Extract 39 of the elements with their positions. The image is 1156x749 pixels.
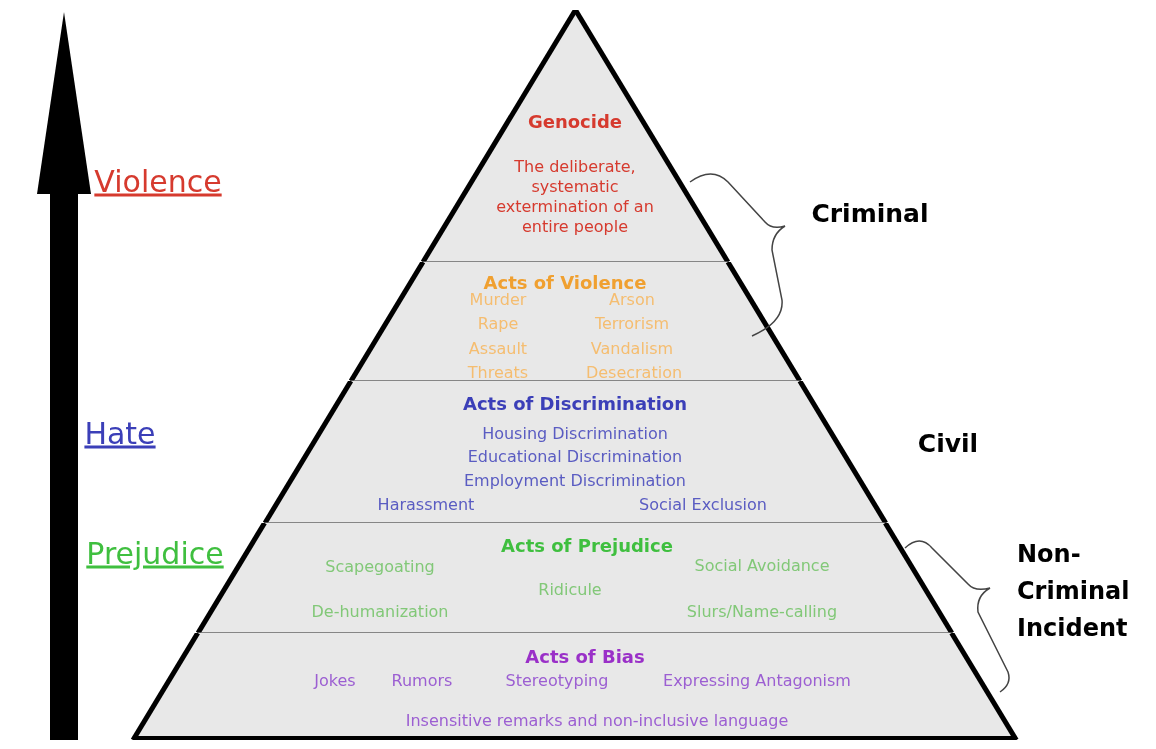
example-text: Murder [469, 290, 527, 310]
example-text: Social Exclusion [639, 495, 767, 515]
example-text: Housing Discrimination [482, 424, 668, 444]
scale-label: Hate [84, 415, 156, 451]
example-text: Expressing Antagonism [663, 671, 851, 691]
category-label: Non-Criminal Incident [1017, 539, 1131, 645]
example-text: Vandalism [590, 339, 674, 359]
example-text: Rape [477, 314, 519, 334]
pyramid-tier [129, 633, 1021, 740]
pyramid-tier [346, 262, 804, 381]
example-text: Harassment [377, 495, 475, 515]
example-text: Jokes [314, 671, 356, 691]
example-text: Insensitive remarks and non-inclusive language [405, 711, 789, 731]
scale-label: Prejudice [86, 535, 224, 571]
tier-heading: Acts of Bias [525, 645, 645, 669]
example-text: Terrorism [594, 314, 670, 334]
tier-description: The deliberate, systematic extermination of an entire people [495, 157, 655, 237]
example-text: Threats [467, 363, 529, 383]
example-text: Slurs/Name-calling [686, 602, 838, 622]
tier-heading: Genocide [527, 110, 623, 134]
scale-label: Violence [94, 163, 222, 199]
tier-heading: Acts of Discrimination [462, 392, 687, 416]
example-text: Arson [609, 290, 655, 310]
example-text: Employment Discrimination [463, 471, 686, 491]
tier-heading: Acts of Prejudice [501, 534, 673, 558]
example-text: Assault [468, 339, 528, 359]
example-text: De-humanization [311, 602, 449, 622]
example-text: Educational Discrimination [467, 447, 683, 467]
category-label: Civil [917, 428, 979, 458]
example-text: Scapegoating [325, 557, 435, 577]
example-text: Desecration [585, 363, 683, 383]
category-label: Criminal [811, 198, 929, 228]
example-text: Stereotyping [505, 671, 609, 691]
example-text: Social Avoidance [694, 556, 830, 576]
tier-heading: Acts of Violence [483, 271, 647, 293]
example-text: Rumors [391, 671, 453, 691]
pyramid-apex [418, 10, 732, 262]
pyramid-tier [260, 381, 890, 523]
example-text: Ridicule [538, 580, 602, 600]
